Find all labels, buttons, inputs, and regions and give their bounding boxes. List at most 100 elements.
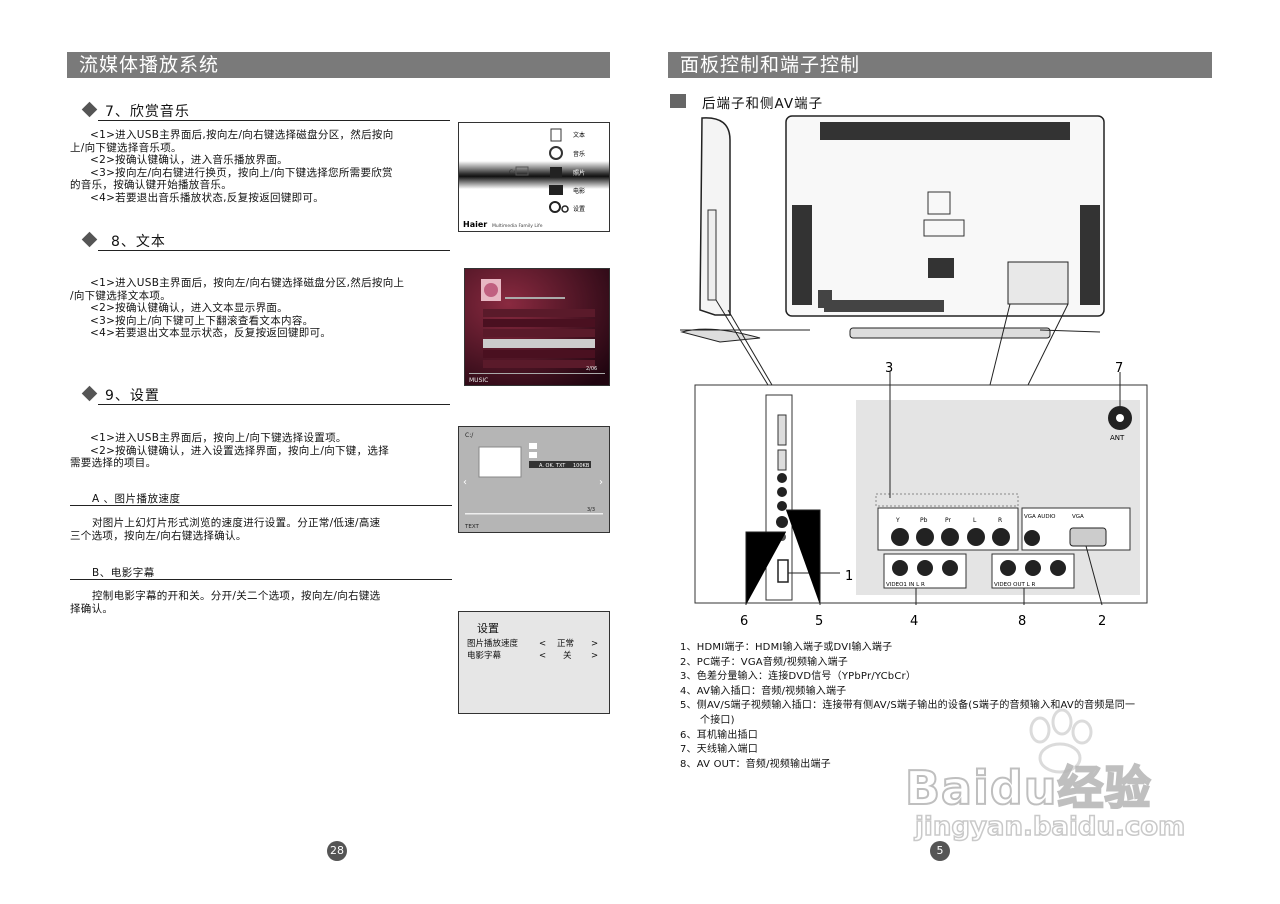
comp-letter: L bbox=[973, 517, 977, 524]
player-page-indicator: 2/06 bbox=[586, 366, 597, 372]
music-line: <2>按确认键确认，进入音乐播放界面。 bbox=[90, 154, 288, 167]
side-av-panel bbox=[707, 209, 717, 301]
text-line: <3>按向上/向下键可上下翻滚查看文本内容。 bbox=[90, 314, 314, 327]
file-size: 100KB bbox=[573, 463, 590, 469]
usb-menu-art: C: 文本 音乐 照片 电影 设置 Haier Multimedia Famil… bbox=[459, 128, 609, 229]
arrow-right-icon: > bbox=[591, 639, 599, 649]
menu-item-movie: 电影 bbox=[573, 187, 585, 195]
legend-item: 4、AV输入插口：音频/视频输入端子 bbox=[680, 685, 847, 697]
track-row bbox=[483, 329, 595, 337]
right-vent bbox=[1080, 205, 1100, 305]
music-section-rule bbox=[98, 120, 450, 121]
menu-item-text: 文本 bbox=[573, 131, 585, 139]
callout-5: 5 bbox=[815, 614, 823, 629]
text-line: <4>若要退出文本显示状态，反复按返回键即可。 bbox=[90, 327, 332, 340]
menu-item-music: 音乐 bbox=[573, 150, 585, 158]
baidu-watermark-url: jingyan.baidu.com bbox=[914, 811, 1186, 843]
side-av-jack bbox=[777, 501, 787, 511]
subtitle-desc: 控制电影字幕的开和关。分开/关二个选项，按向左/向右键选 择确认。 bbox=[70, 590, 454, 615]
settings-section-title: 9、设置 bbox=[81, 385, 160, 405]
settings-title-text: 9、设置 bbox=[105, 388, 160, 404]
legend-item: 3、色差分量输入：连接DVD信号（YPbPr/YCbCr） bbox=[680, 671, 917, 683]
drive-label: C: bbox=[509, 169, 515, 176]
music-player-art: 2/06 MUSIC bbox=[465, 269, 609, 385]
av-out-jack bbox=[1025, 560, 1041, 576]
left-page-number: 28 bbox=[327, 841, 347, 861]
right-page-header: 面板控制和端子控制 bbox=[668, 52, 1212, 78]
settings-row-label: 电影字幕 bbox=[467, 651, 502, 661]
av-in-jack bbox=[942, 560, 958, 576]
antenna-jack-pin bbox=[1116, 414, 1124, 422]
settings-row-subtitle: 电影字幕 < 关 > bbox=[467, 650, 603, 662]
text-section-title: 8、文本 bbox=[81, 231, 166, 251]
drive-icon bbox=[515, 166, 529, 176]
zoom-line bbox=[727, 309, 773, 386]
music-line: <3>按向左/向右键进行换页，按向上/向下键选择您所需要欣赏 bbox=[90, 166, 393, 179]
legend-item: 个接口) bbox=[700, 714, 735, 726]
text-section-rule bbox=[98, 250, 450, 251]
slide-speed-line: 三个选项，按向左/向右键选择确认。 bbox=[70, 529, 247, 542]
music-disc-icon bbox=[549, 146, 563, 160]
browser-page-indicator: 3/3 bbox=[587, 507, 595, 513]
settings-instructions: <1>进入USB主界面后，按向上/向下键选择设置项。 <2>按确认键确认，进入设… bbox=[70, 432, 454, 470]
chevron-right-icon: › bbox=[599, 477, 603, 488]
square-bullet-icon bbox=[670, 94, 686, 108]
usb-main-menu-screenshot: C: 文本 音乐 照片 电影 设置 Haier Multimedia Famil… bbox=[458, 122, 610, 232]
menu-item-settings: 设置 bbox=[573, 205, 585, 213]
rear-terminal-panel bbox=[1007, 261, 1069, 305]
movie-icon bbox=[549, 185, 563, 195]
album-art-disc bbox=[484, 283, 498, 297]
vga-audio-label: VGA AUDIO bbox=[1024, 514, 1056, 520]
music-line: 上/向下键选择音乐项。 bbox=[70, 141, 182, 154]
brand-caption: Multimedia Family Life bbox=[492, 223, 543, 229]
terminal-section-title: 后端子和侧AV端子 bbox=[702, 96, 824, 112]
subtitle-title: B、电影字幕 bbox=[92, 567, 155, 579]
vga-label: VGA bbox=[1072, 514, 1084, 520]
track-row bbox=[483, 350, 595, 358]
progress-track bbox=[505, 297, 565, 299]
settings-row-label: 图片播放速度 bbox=[467, 639, 519, 649]
av-out-jack bbox=[1050, 560, 1066, 576]
callout-7: 7 bbox=[1115, 361, 1123, 376]
baidu-watermark: Baidu经验 bbox=[904, 760, 1152, 816]
baidu-paw-logo bbox=[1010, 708, 1110, 778]
photo-icon bbox=[550, 167, 562, 177]
back-label bbox=[923, 219, 965, 237]
player-mode-label: MUSIC bbox=[469, 377, 488, 384]
bottom-vent bbox=[824, 300, 944, 312]
side-vent bbox=[818, 290, 832, 308]
menu-highlight-band bbox=[459, 161, 609, 189]
browser-mode-label: TEXT bbox=[464, 524, 480, 530]
slide-speed-rule bbox=[70, 505, 452, 506]
slide-speed-line: 对图片上幻灯片形式浏览的速度进行设置。分正常/低速/高速 bbox=[92, 517, 381, 529]
arrow-left-icon: < bbox=[539, 651, 547, 661]
settings-line: <1>进入USB主界面后，按向上/向下键选择设置项。 bbox=[90, 432, 347, 444]
file-row-selected bbox=[529, 461, 591, 468]
av-in-jack bbox=[917, 560, 933, 576]
music-line: <4>若要退出音乐播放状态,反复按返回键即可。 bbox=[90, 191, 325, 204]
settings-menu-title: 设置 bbox=[477, 622, 499, 635]
gear-icon bbox=[549, 201, 561, 213]
component-jack bbox=[891, 528, 909, 546]
usb-port bbox=[777, 449, 787, 471]
subtitle-rule bbox=[70, 579, 452, 580]
text-browser-art: C:/ A. OK. TXT 100KB ‹ › 3/3 TEXT bbox=[463, 432, 603, 530]
power-socket bbox=[928, 258, 954, 278]
settings-line: 需要选择的项目。 bbox=[70, 457, 157, 470]
card-slot bbox=[777, 414, 787, 446]
legend-item: 5、侧AV/S端子视频输入插口：连接带有侧AV/S端子输出的设备(S端子的音频输… bbox=[680, 700, 1136, 712]
seek-bar bbox=[469, 373, 605, 374]
text-line: <1>进入USB主界面后，按向左/向右键选择磁盘分区,然后按向上 bbox=[90, 277, 405, 289]
slide-speed-desc: 对图片上幻灯片形式浏览的速度进行设置。分正常/低速/高速 三个选项，按向左/向右… bbox=[70, 517, 454, 542]
video-out-label: VIDEO OUT L R bbox=[994, 582, 1035, 588]
leader-line-2 bbox=[1085, 545, 1103, 606]
back-label bbox=[927, 191, 951, 215]
floor-line bbox=[1039, 329, 1101, 333]
zoom-line bbox=[715, 299, 769, 386]
music-line: <1>进入USB主界面后,按向左/向右键选择磁盘分区，然后按向 bbox=[90, 129, 394, 141]
callout-8: 8 bbox=[1018, 614, 1026, 629]
settings-row-value: 关 bbox=[563, 651, 572, 661]
text-line: /向下键选择文本项。 bbox=[70, 289, 172, 302]
track-row bbox=[483, 309, 595, 317]
track-row-selected bbox=[483, 339, 595, 348]
